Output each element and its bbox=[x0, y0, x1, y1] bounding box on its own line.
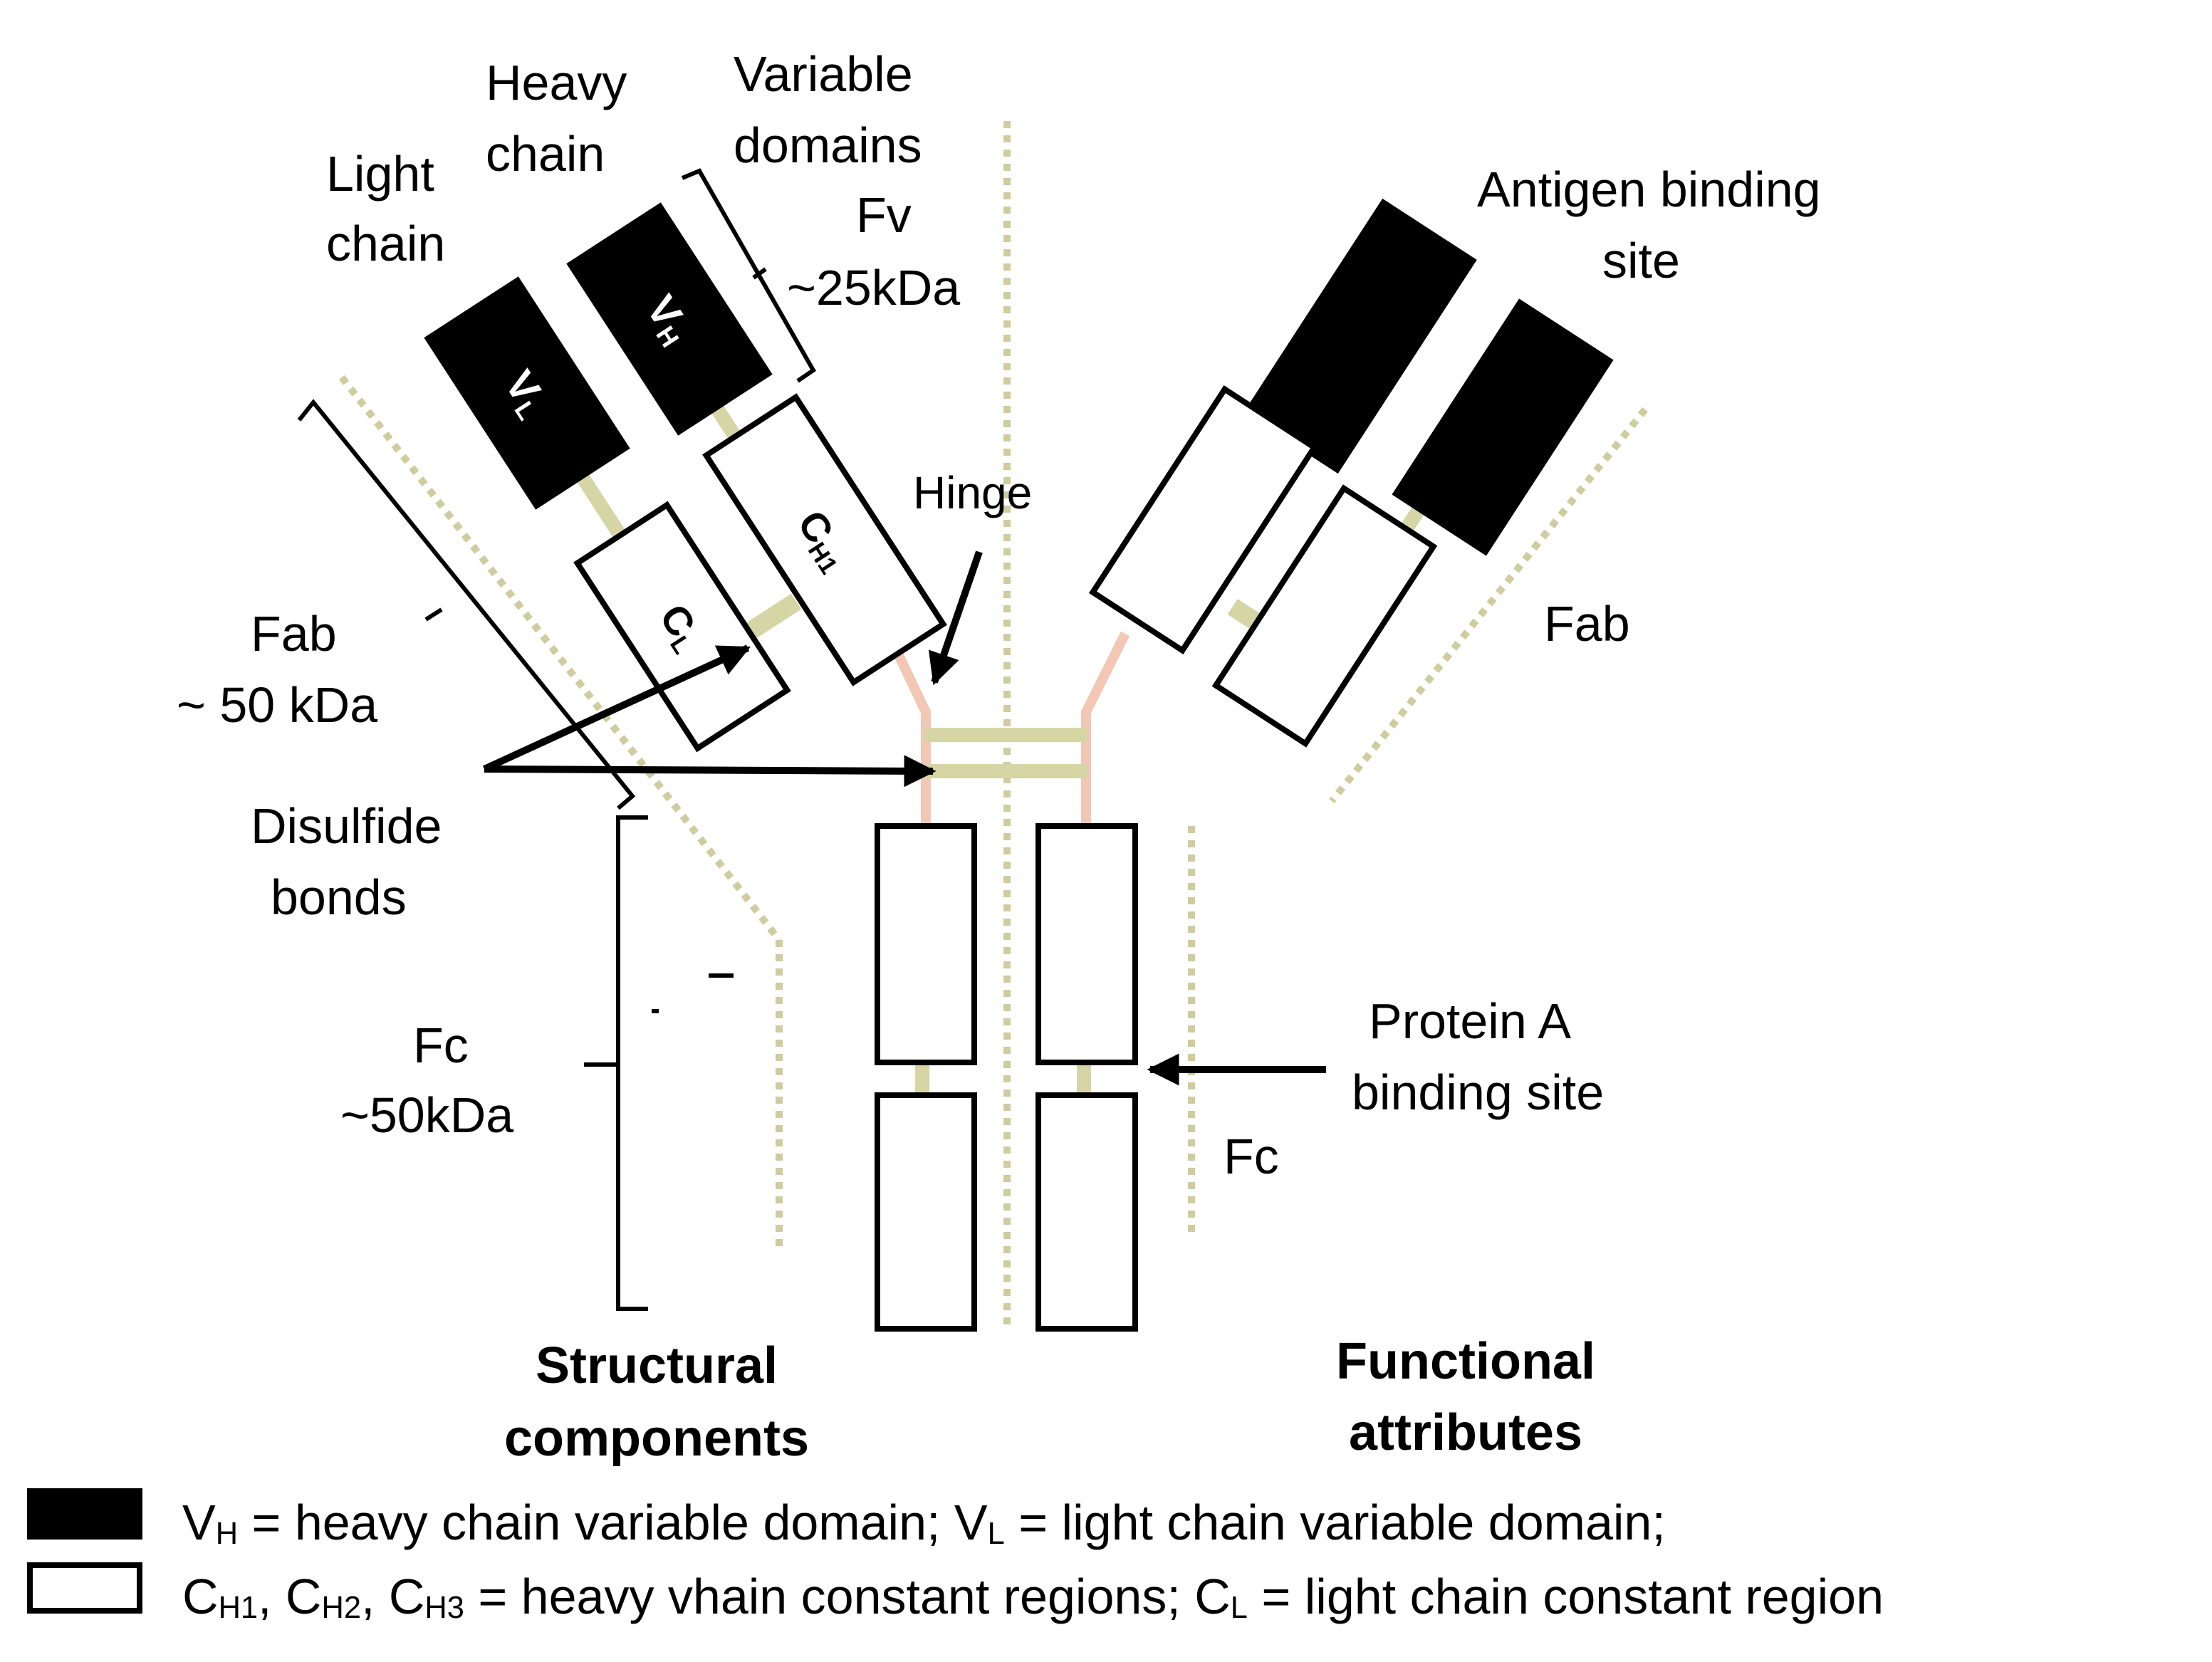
right-vl-domain bbox=[1392, 298, 1614, 556]
light-chain-label-1: Light bbox=[326, 146, 434, 202]
light-chain-label-2: chain bbox=[326, 216, 445, 271]
fc-bracket bbox=[584, 815, 648, 1311]
legend-light-swatch bbox=[27, 1562, 142, 1614]
structural-label-2: components bbox=[504, 1410, 809, 1467]
brackets bbox=[297, 168, 816, 1311]
disulfide-label-1: Disulfide bbox=[251, 798, 442, 854]
legend-dark-swatch bbox=[27, 1488, 142, 1540]
functional-label-1: Functional bbox=[1336, 1333, 1595, 1390]
fc-right-label: Fc bbox=[1224, 1129, 1279, 1184]
fc-region bbox=[875, 823, 1138, 1332]
right-fab-divider bbox=[1329, 407, 1648, 804]
fv-label-1: Fv bbox=[856, 187, 912, 243]
ch3-domain-right bbox=[1035, 1092, 1138, 1332]
hinge-label: Hinge bbox=[913, 467, 1032, 518]
legend-light-text: CH1, CH2, CH3 = heavy vhain constant reg… bbox=[182, 1569, 1884, 1625]
divider-lines bbox=[339, 121, 1648, 1332]
ch2-domain-left bbox=[875, 823, 977, 1065]
fab-bracket bbox=[297, 399, 636, 810]
legend: VH = heavy chain variable domain; VL = l… bbox=[27, 1488, 1884, 1625]
arrows bbox=[482, 550, 1326, 1086]
cl-domain bbox=[573, 501, 791, 753]
left-fab-divider bbox=[339, 375, 782, 943]
disulfide-arrow-upper bbox=[482, 644, 751, 773]
fv-label-2: ~25kDa bbox=[787, 260, 960, 315]
ch1-domain bbox=[702, 393, 947, 686]
right-ch1-domain bbox=[1088, 385, 1319, 654]
labels: Light chain Heavy chain Variable domains… bbox=[177, 46, 1821, 1467]
protein-a-label-1: Protein A bbox=[1369, 993, 1571, 1049]
fc-left-label-2: ~50kDa bbox=[340, 1087, 513, 1143]
structural-label-1: Structural bbox=[536, 1337, 778, 1394]
fc-left-label-1: Fc bbox=[413, 1018, 469, 1073]
variable-domains-label-2: domains bbox=[734, 117, 922, 173]
fab-left-label-1: Fab bbox=[251, 606, 337, 662]
legend-dark-text: VH = heavy chain variable domain; VL = l… bbox=[182, 1495, 1666, 1551]
right-cl-domain bbox=[1211, 484, 1438, 748]
disulfide-label-2: bonds bbox=[271, 869, 407, 925]
ch2-domain-right bbox=[1035, 823, 1138, 1065]
functional-label-2: attributes bbox=[1349, 1404, 1582, 1461]
vl-domain bbox=[424, 276, 630, 510]
antigen-binding-label-1: Antigen binding bbox=[1477, 162, 1821, 217]
variable-domains-label-1: Variable bbox=[734, 46, 913, 102]
right-fab-arm bbox=[1088, 198, 1614, 748]
heavy-chain-label-2: chain bbox=[486, 126, 605, 182]
heavy-chain-label-1: Heavy bbox=[486, 55, 627, 110]
fv-bracket bbox=[681, 168, 816, 383]
hinge-arrow bbox=[928, 550, 983, 686]
fab-right-label: Fab bbox=[1544, 596, 1630, 652]
hinge-region bbox=[885, 631, 1130, 826]
ch3-domain-left bbox=[875, 1092, 977, 1332]
antigen-binding-label-2: site bbox=[1602, 233, 1680, 288]
disulfide-arrow-lower bbox=[484, 755, 937, 788]
left-fab-arm: VL CL VH CH1 bbox=[424, 202, 947, 753]
protein-a-label-2: binding site bbox=[1352, 1065, 1604, 1120]
vh-domain bbox=[566, 202, 773, 436]
fab-left-label-2: ~ 50 kDa bbox=[177, 677, 377, 733]
